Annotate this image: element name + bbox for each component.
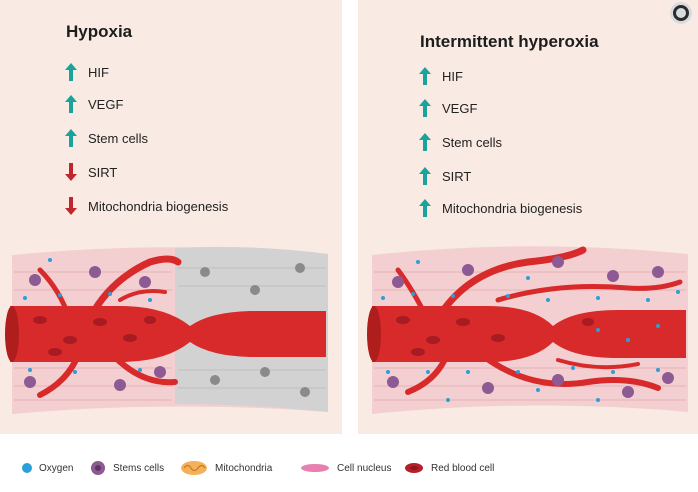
hypoxia-vessel-illustration [5, 246, 328, 414]
oxygen-dots [381, 260, 680, 402]
legend-label: Cell nucleus [337, 462, 392, 474]
list-item: Mitochondria biogenesis [64, 196, 228, 216]
item-label: SIRT [88, 164, 118, 180]
item-label: VEGF [88, 96, 124, 112]
down-arrow-icon [64, 162, 78, 182]
stem-cells [24, 266, 166, 391]
legend-label: Mitochondria [215, 462, 273, 474]
red-blood-cell-icon [405, 463, 423, 473]
list-item: VEGF [418, 98, 477, 118]
list-item: SIRT [64, 162, 117, 182]
down-arrow-icon [64, 196, 78, 216]
item-label: Stem cells [88, 130, 148, 146]
up-arrow-icon [64, 62, 78, 82]
item-label: HIF [88, 64, 109, 80]
mitochondria-icon [181, 461, 207, 475]
item-label: VEGF [442, 100, 478, 116]
red-blood-cells [396, 316, 594, 356]
item-label: Stem cells [442, 134, 502, 150]
legend: Oxygen Stems cells Mitochondria Cell nuc… [0, 450, 698, 486]
intermittent-hyperoxia-panel: Intermittent hyperoxia HIF VEGF Stem cel… [358, 0, 698, 434]
up-arrow-icon [418, 166, 432, 186]
legend-item-stem-cells: Stems cells [90, 460, 164, 476]
stem-cells [387, 256, 674, 398]
main-vessel [372, 306, 686, 362]
list-item: Stem cells [64, 128, 148, 148]
up-arrow-icon [418, 132, 432, 152]
up-arrow-icon [418, 66, 432, 86]
up-arrow-icon [418, 98, 432, 118]
item-label: Mitochondria biogenesis [442, 200, 583, 216]
list-item: Stem cells [418, 132, 502, 152]
legend-label: Oxygen [39, 462, 74, 474]
hyperoxia-vessel-illustration [367, 246, 688, 414]
list-item: HIF [64, 62, 109, 82]
item-label: HIF [442, 68, 463, 84]
item-label: SIRT [442, 168, 472, 184]
list-item: Mitochondria biogenesis [418, 198, 582, 218]
up-arrow-icon [64, 128, 78, 148]
legend-item-oxygen: Oxygen [22, 463, 73, 474]
panel-title: Intermittent hyperoxia [420, 32, 599, 51]
legend-item-mitochondria: Mitochondria [180, 460, 272, 476]
legend-item-red-blood-cell: Red blood cell [404, 462, 494, 474]
cell-nucleus-icon [301, 464, 329, 472]
list-item: VEGF [64, 94, 123, 114]
list-item: HIF [418, 66, 463, 86]
legend-label: Stems cells [113, 462, 165, 474]
legend-label: Red blood cell [431, 462, 495, 474]
panel-title: Hypoxia [66, 22, 133, 41]
oxygen-dots [23, 258, 152, 374]
up-arrow-icon [64, 94, 78, 114]
oxygen-dot-icon [22, 463, 32, 473]
red-blood-cells [33, 316, 156, 356]
main-vessel [10, 306, 326, 362]
list-item: SIRT [418, 166, 471, 186]
ring-icon [673, 5, 689, 21]
up-arrow-icon [418, 198, 432, 218]
legend-item-cell-nucleus: Cell nucleus [300, 463, 391, 474]
corner-circle-button[interactable] [670, 2, 692, 24]
inactive-cells [200, 263, 310, 397]
hypoxia-panel: Hypoxia HIF VEGF Stem cells SIRT Mitocho… [0, 0, 342, 434]
stem-cell-icon [91, 461, 105, 475]
item-label: Mitochondria biogenesis [88, 198, 229, 214]
